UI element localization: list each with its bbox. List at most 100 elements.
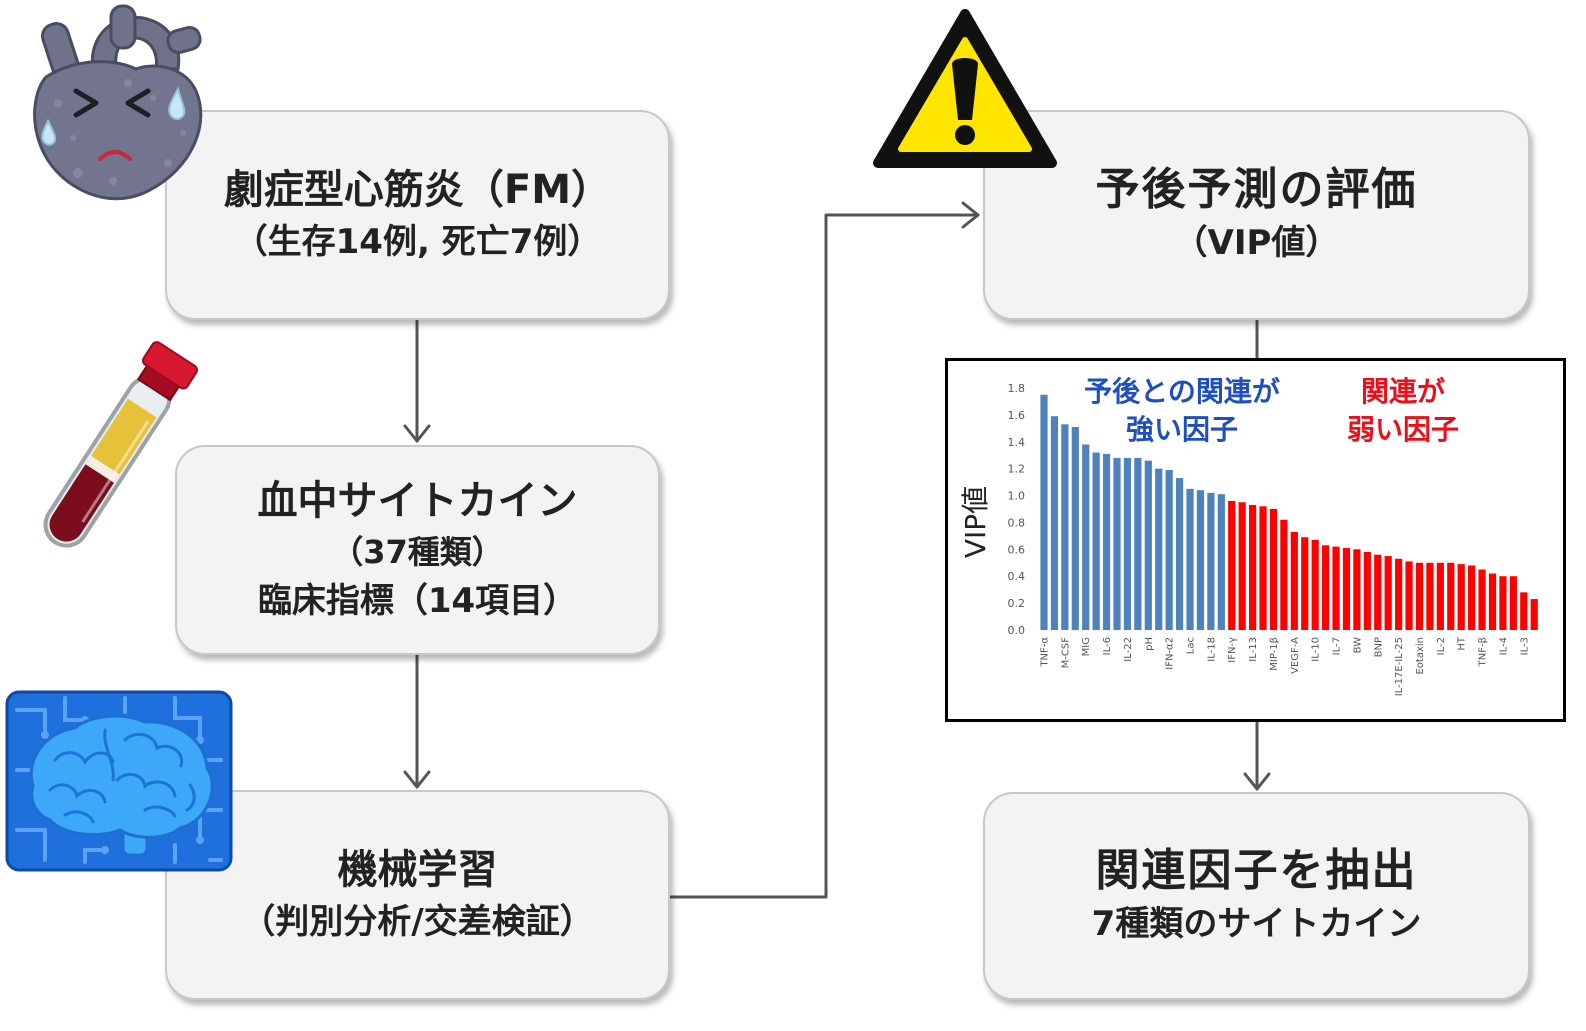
chart-bar-12 — [1165, 470, 1173, 630]
chart-bar-31 — [1363, 552, 1371, 630]
sick-heart-icon — [33, 4, 203, 201]
chart-bar-6 — [1102, 453, 1111, 630]
chart-bar-32 — [1374, 554, 1382, 630]
chart-x-tick-label: IFN-γ — [1227, 637, 1238, 663]
chart-x-tick-label: BW — [1352, 637, 1363, 654]
input-line-clinical: 臨床指標（14項目） — [257, 581, 578, 621]
chart-x-tick-label: VEGF-A — [1290, 637, 1301, 674]
chart-x-tick-label: IL-4 — [1498, 637, 1509, 655]
chart-bar-25 — [1301, 537, 1309, 630]
chart-bar-30 — [1353, 549, 1361, 630]
chart-bar-11 — [1155, 468, 1163, 630]
evaluation-box: 予後予測の評価 （VIP値） — [983, 110, 1530, 320]
chart-y-tick-label: 0.4 — [1008, 570, 1026, 583]
chart-y-tick-label: 0.2 — [1008, 597, 1026, 610]
chart-bar-20 — [1249, 504, 1257, 630]
input-line-count: （37種類） — [331, 533, 504, 571]
chart-bar-18 — [1228, 500, 1236, 630]
chart-bar-22 — [1269, 509, 1278, 630]
chart-x-tick-label: IL-6 — [1102, 637, 1113, 655]
chart-y-tick-label: 1.8 — [1008, 382, 1026, 395]
chart-x-tick-label: MIP-1β — [1269, 637, 1280, 671]
diagnosis-box: 劇症型心筋炎（FM） （生存14例, 死亡7例） — [165, 110, 670, 320]
chart-x-tick-label: pH — [1144, 637, 1155, 651]
chart-x-tick-label: IL-22 — [1123, 637, 1134, 662]
chart-bar-1 — [1050, 416, 1059, 630]
evaluation-title: 予後予測の評価 — [1095, 164, 1418, 215]
chart-bar-13 — [1175, 478, 1184, 630]
warning-icon — [873, 9, 1057, 168]
chart-bar-10 — [1144, 460, 1152, 630]
chart-bar-41 — [1468, 565, 1476, 630]
chart-x-tick-label: MIG — [1081, 637, 1092, 656]
chart-x-tick-label: IL-7 — [1332, 637, 1343, 655]
chart-y-tick-label: 0.0 — [1008, 624, 1026, 637]
chart-bar-23 — [1280, 519, 1288, 630]
chart-bar-24 — [1290, 531, 1298, 630]
blood-tube-icon — [43, 341, 198, 548]
chart-bar-7 — [1113, 457, 1121, 630]
chart-bar-2 — [1061, 424, 1069, 630]
vip-chart: VIP値 0.0 0.2 0.4 0.6 0.8 1.0 1.2 1.4 1.6 1.8 TNF-… — [945, 358, 1566, 722]
annotation-strong-factors: 予後との関連が 強い因子 — [1052, 373, 1312, 449]
chart-bar-43 — [1488, 573, 1497, 630]
chart-bar-27 — [1322, 545, 1330, 630]
arrow-diagnosis-to-input — [403, 318, 431, 443]
chart-y-tick-label: 1.6 — [1008, 409, 1026, 422]
chart-x-tick-label: TNF-β — [1478, 637, 1489, 667]
chart-bar-46 — [1520, 592, 1528, 630]
chart-bar-37 — [1426, 562, 1434, 630]
connector-ml-to-evaluation — [668, 201, 980, 899]
chart-y-tick-label: 1.2 — [1008, 463, 1026, 476]
chart-x-tick-label: Eotaxin — [1415, 637, 1426, 675]
chart-bar-0 — [1040, 394, 1048, 630]
chart-x-tick-label: IL-18 — [1206, 637, 1217, 662]
chart-bar-3 — [1071, 426, 1079, 630]
chart-bar-35 — [1405, 561, 1413, 630]
arrow-input-to-ml — [403, 653, 431, 789]
chart-bar-40 — [1457, 564, 1465, 630]
chart-bar-21 — [1259, 506, 1267, 630]
chart-bar-4 — [1082, 444, 1090, 630]
chart-bar-42 — [1478, 569, 1486, 630]
chart-y-axis-label: VIP値 — [959, 486, 992, 558]
chart-bar-38 — [1436, 562, 1444, 630]
input-box: 血中サイトカイン （37種類） 臨床指標（14項目） — [175, 445, 660, 655]
chart-x-tick-label: IL-3 — [1519, 637, 1530, 655]
chart-y-tick-label: 0.8 — [1008, 516, 1026, 529]
chart-x-tick-label: IL-13 — [1248, 637, 1259, 662]
extraction-title: 関連因子を抽出 — [1095, 845, 1418, 896]
ml-subtitle: （判別分析/交差検証） — [241, 902, 594, 942]
chart-bar-44 — [1499, 576, 1507, 630]
chart-bar-17 — [1217, 494, 1225, 630]
chart-x-tick-label: IL-10 — [1311, 637, 1322, 662]
chart-y-tick-label: 0.6 — [1008, 543, 1026, 556]
chart-bar-34 — [1395, 558, 1403, 630]
chart-x-tick-label: IFN-α2 — [1165, 637, 1176, 670]
chart-y-tick-label: 1.0 — [1008, 490, 1026, 503]
chart-bar-36 — [1415, 562, 1424, 630]
annotation-weak-line1: 関連が — [1360, 375, 1445, 408]
ml-box: 機械学習 （判別分析/交差検証） — [165, 790, 670, 1000]
evaluation-subtitle: （VIP値） — [1173, 223, 1340, 263]
chart-bar-28 — [1332, 546, 1340, 630]
annotation-weak-line2: 弱い因子 — [1346, 413, 1459, 446]
input-line-cytokines: 血中サイトカイン — [257, 478, 578, 524]
chart-bar-19 — [1238, 502, 1246, 630]
chart-x-tick-label: BNP — [1373, 637, 1384, 657]
ai-brain-icon — [5, 690, 233, 872]
chart-bars — [1040, 394, 1538, 630]
chart-bar-16 — [1207, 492, 1215, 630]
chart-bar-45 — [1509, 576, 1517, 630]
chart-bar-33 — [1384, 556, 1392, 630]
chart-y-tick-label: 1.4 — [1008, 436, 1026, 449]
chart-x-tick-label: IL-2 — [1436, 637, 1447, 655]
chart-x-tick-label: IL-17E-IL-25 — [1394, 637, 1405, 696]
chart-bar-15 — [1196, 490, 1205, 630]
arrow-chart-to-extraction — [1243, 720, 1271, 791]
chart-x-tick-label: TNF-α — [1040, 637, 1051, 668]
chart-y-ticks: 0.0 0.2 0.4 0.6 0.8 1.0 1.2 1.4 1.6 1.8 — [1008, 382, 1026, 637]
chart-bar-26 — [1311, 539, 1319, 630]
